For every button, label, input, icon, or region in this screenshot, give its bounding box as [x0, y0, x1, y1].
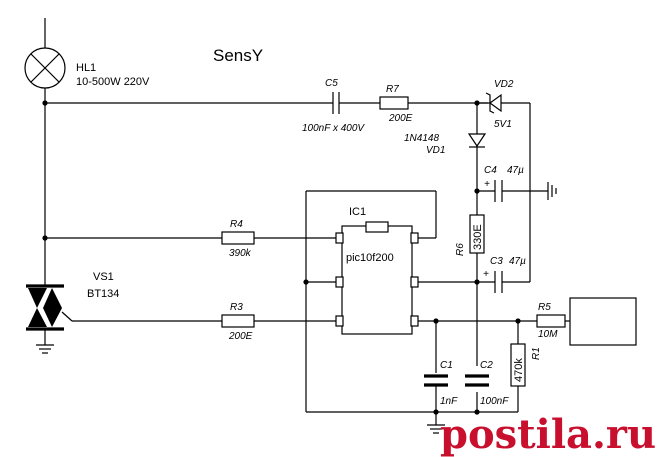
ic1-ref: IC1	[349, 206, 366, 218]
ground-symbol-c4	[547, 182, 557, 200]
c2-ref: C2	[480, 360, 493, 371]
triac-triangle-up-lower	[28, 308, 47, 327]
r3-ref: R3	[230, 302, 243, 313]
ic-pin	[335, 276, 344, 288]
resistor-r7	[379, 96, 409, 110]
c3-value: 47µ	[509, 256, 526, 267]
vd1-ref: VD1	[426, 145, 445, 156]
r5-ref: R5	[538, 302, 551, 313]
triac-triangle-up	[43, 288, 62, 308]
ic-pin	[410, 315, 419, 327]
c3-ref: C3	[490, 256, 503, 267]
resistor-r6	[469, 214, 485, 254]
lamp-cross	[30, 53, 60, 83]
resistor-r1	[510, 343, 526, 387]
capacitor-c3	[494, 271, 503, 293]
ic-pin	[410, 232, 419, 244]
ic-pin	[335, 315, 344, 327]
r4-ref: R4	[230, 219, 243, 230]
resistor-r5	[536, 314, 566, 328]
capacitor-c1	[424, 374, 448, 387]
r1-value: 470k	[513, 358, 525, 382]
vs1-ref: VS1	[93, 271, 114, 283]
c5-ref: C5	[325, 78, 338, 89]
c3-polarity: +	[483, 269, 489, 280]
triac-vs1	[26, 284, 64, 331]
zener-diode-vd2	[477, 92, 502, 114]
r7-value: 200E	[388, 113, 413, 124]
junction-dot	[303, 279, 309, 285]
c5-value: 100nF x 400V	[302, 123, 365, 134]
c1-ref: C1	[440, 360, 453, 371]
junction-dot	[474, 279, 480, 285]
c4-ref: C4	[484, 165, 497, 176]
triac-triangle-down	[28, 288, 47, 308]
ic1-value: pic10f200	[346, 252, 394, 264]
ground-symbol-c1	[427, 424, 445, 434]
r6-value: 330E	[472, 224, 484, 250]
r7-ref: R7	[386, 84, 399, 95]
sensor-plate	[569, 297, 637, 346]
ic-body	[341, 225, 413, 335]
vd2-bar	[485, 92, 495, 114]
diode-vd1	[467, 133, 487, 148]
junction-dot	[433, 318, 439, 324]
ic-pin	[410, 276, 419, 288]
r4-value: 390k	[229, 248, 252, 259]
capacitor-c2	[465, 366, 489, 392]
hl1-ref: HL1	[76, 62, 96, 74]
junction-dot	[474, 188, 480, 194]
r6-ref: R6	[455, 243, 466, 256]
watermark: postila.ru	[440, 411, 656, 457]
wire-gate-lead	[61, 311, 73, 322]
vd2-triangle	[488, 93, 502, 113]
vd1-triangle	[467, 133, 487, 148]
diagram-title: SensY	[213, 46, 263, 65]
junction-dot	[515, 318, 521, 324]
r5-value: 10M	[538, 329, 558, 340]
junction-dot	[42, 100, 48, 106]
ic-pin	[335, 232, 344, 244]
ic-pic10f200	[335, 221, 419, 335]
capacitor-c4	[494, 180, 503, 202]
junction-dot	[433, 409, 439, 415]
c2-value: 100nF	[480, 396, 509, 407]
resistor-r4	[221, 231, 255, 245]
resistor-r3	[221, 314, 255, 328]
ground-symbol-triac	[36, 344, 54, 354]
triac-triangle-down-lower	[43, 308, 62, 327]
c4-polarity: +	[484, 179, 490, 190]
vd1-value: 1N4148	[404, 133, 439, 144]
vs1-value: BT134	[87, 288, 119, 300]
junction-dot	[42, 235, 48, 241]
junctions	[42, 100, 521, 415]
c4-value: 47µ	[507, 165, 524, 176]
junction-dot	[474, 409, 480, 415]
hl1-value: 10-500W 220V	[76, 76, 150, 88]
vd2-value: 5V1	[494, 119, 512, 130]
lamp-hl1	[24, 47, 66, 89]
capacitor-gap	[465, 366, 489, 392]
vd2-ref: VD2	[494, 79, 514, 90]
ic-notch	[365, 221, 389, 233]
r1-ref: R1	[531, 347, 542, 360]
capacitor-c5	[332, 92, 340, 114]
c1-value: 1nF	[440, 396, 458, 407]
r3-value: 200E	[228, 331, 253, 342]
